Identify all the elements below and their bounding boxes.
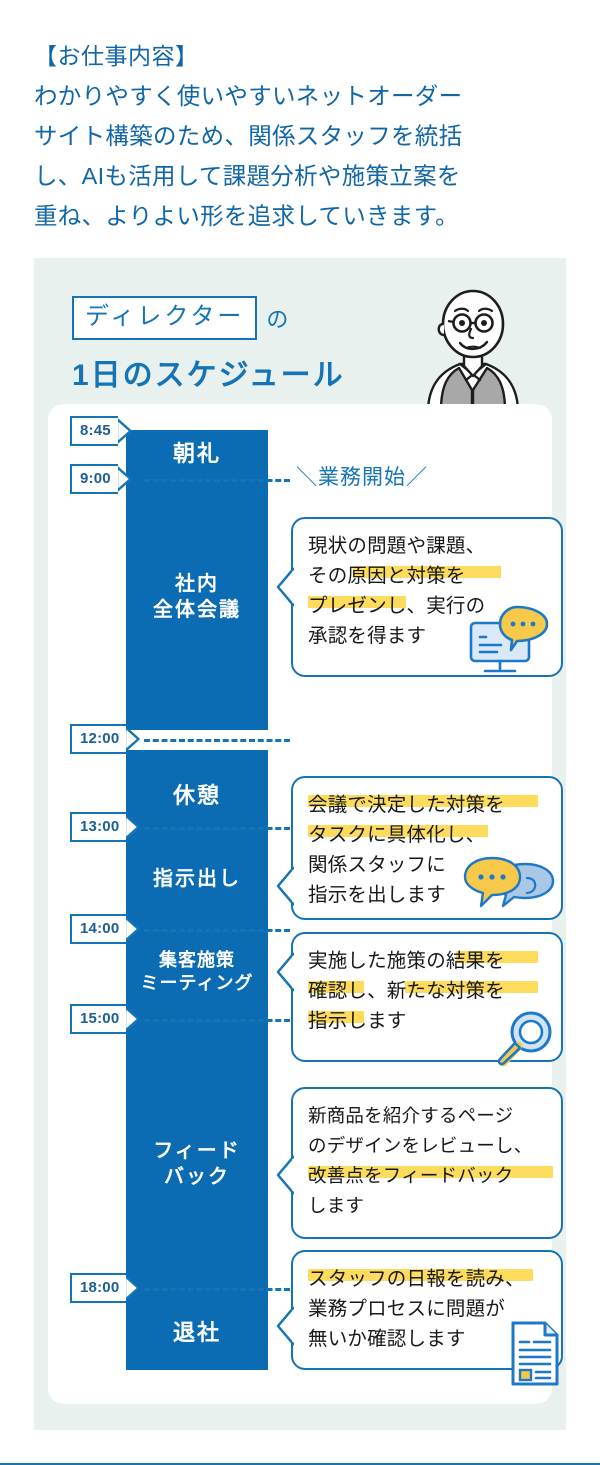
time-connector-1500 <box>144 1019 290 1022</box>
time-label: 15:00 <box>70 1004 127 1034</box>
schedule-title: 1日のスケジュール <box>72 359 345 392</box>
time-connector-1300 <box>144 827 290 830</box>
highlight-mark <box>308 1011 364 1023</box>
highlight-mark <box>308 1166 553 1178</box>
magnifier-icon <box>497 1011 552 1067</box>
time-label: 18:00 <box>70 1273 127 1303</box>
time-badge-1200: 12:00 <box>70 724 141 754</box>
callout-meeting: 現状の問題や課題、 その原因と対策を プレゼンし、実行の 承認を得ます <box>276 517 563 677</box>
time-connector-0900 <box>144 479 290 482</box>
time-connector-1400 <box>144 929 290 932</box>
role-tag-particle: の <box>266 307 290 332</box>
time-badge-1800: 18:00 <box>70 1273 141 1303</box>
timeline-block-company-meeting: 社内 全体会議 <box>153 573 241 621</box>
callout-text: 実施した施策の結果を 確認し、新たな対策を 指示します <box>308 950 506 1032</box>
callout-text: スタッフの日報を読み、 業務プロセスに問題が 無いか確認します <box>308 1268 525 1350</box>
time-label: 13:00 <box>70 812 127 842</box>
time-label: 12:00 <box>70 724 127 754</box>
timeline-block-leave-office: 退社 <box>172 1320 221 1345</box>
timeline-spine-afternoon <box>126 750 268 1370</box>
highlight-mark <box>353 566 501 578</box>
highlight-mark <box>308 1269 533 1281</box>
timeline-block-feedback: フィード バック <box>153 1140 241 1188</box>
time-badge-1500: 15:00 <box>70 1004 141 1034</box>
time-label: 14:00 <box>70 914 127 944</box>
time-connector-1200 <box>144 739 290 742</box>
time-label: 9:00 <box>70 464 118 494</box>
callout-instructions: 会議で決定した対策を タスクに具体化し、 関係スタッフに 指示を出します <box>276 776 563 920</box>
job-description-body: わかりやすく使いやすいネットオーダー サイト構築のため、関係スタッフを統括 し、… <box>34 83 463 229</box>
badge-tip-icon <box>125 1006 141 1032</box>
schedule-panel-header: ディレクター の 1日のスケジュール <box>34 276 566 412</box>
document-icon <box>511 1321 559 1386</box>
highlight-mark <box>308 981 364 993</box>
schedule-panel: ディレクター の 1日のスケジュール <box>34 258 566 1430</box>
monitor-speech-icon <box>469 605 549 673</box>
job-description-section: 【お仕事内容】 わかりやすく使いやすいネットオーダー サイト構築のため、関係スタ… <box>0 0 600 236</box>
highlight-mark <box>405 981 538 993</box>
callout-notch-icon <box>276 866 294 906</box>
callout-notch-icon <box>276 1306 294 1346</box>
callout-feedback: 新商品を紹介するページ のデザインをレビューし、 改善点をフィードバック します <box>276 1087 563 1239</box>
badge-tip-icon <box>116 418 132 444</box>
callout-notch-icon <box>276 952 294 992</box>
highlight-mark <box>308 596 406 608</box>
callout-notch-icon <box>276 1155 294 1195</box>
callout-report: スタッフの日報を読み、 業務プロセスに問題が 無いか確認します <box>276 1250 563 1386</box>
timeline: 8:45 朝礼 9:00 ＼業務開始／ 社内 全体会議 <box>48 404 563 1386</box>
time-badge-1400: 14:00 <box>70 914 141 944</box>
badge-tip-icon <box>125 726 141 752</box>
work-start-note: ＼業務開始／ <box>296 466 428 489</box>
role-tag-row: ディレクター の <box>72 296 566 340</box>
timeline-block-morning-assembly: 朝礼 <box>172 441 221 466</box>
page-bottom-rule <box>0 1463 600 1465</box>
highlight-mark <box>308 825 488 837</box>
time-label: 8:45 <box>70 416 118 446</box>
role-tag: ディレクター <box>72 296 258 340</box>
time-badge-0845: 8:45 <box>70 416 132 446</box>
timeline-block-instructions: 指示出し <box>153 868 241 890</box>
time-badge-1300: 13:00 <box>70 812 141 842</box>
time-badge-0900: 9:00 <box>70 464 132 494</box>
time-connector-1800 <box>144 1288 290 1291</box>
callout-notch-icon <box>276 567 294 607</box>
director-avatar-icon <box>402 282 544 412</box>
speech-bubbles-icon <box>463 856 555 908</box>
timeline-card: 8:45 朝礼 9:00 ＼業務開始／ 社内 全体会議 <box>48 404 563 1404</box>
highlight-mark <box>456 951 538 963</box>
job-description-heading: 【お仕事内容】 <box>34 43 199 69</box>
callout-marketing: 実施した施策の結果を 確認し、新たな対策を 指示します <box>276 932 563 1067</box>
timeline-block-break: 休憩 <box>172 783 221 808</box>
badge-tip-icon <box>116 466 132 492</box>
badge-tip-icon <box>125 814 141 840</box>
timeline-block-marketing-meeting: 集客施策 ミーティング <box>140 950 254 994</box>
callout-text: 現状の問題や課題、 その原因と対策を プレゼンし、実行の 承認を得ます <box>308 535 486 647</box>
callout-text: 会議で決定した対策を タスクに具体化し、 関係スタッフに 指示を出します <box>308 794 506 906</box>
highlight-mark <box>308 795 538 807</box>
badge-tip-icon <box>125 916 141 942</box>
badge-tip-icon <box>125 1275 141 1301</box>
callout-text: 新商品を紹介するページ のデザインをレビューし、 改善点をフィードバック します <box>308 1105 533 1216</box>
